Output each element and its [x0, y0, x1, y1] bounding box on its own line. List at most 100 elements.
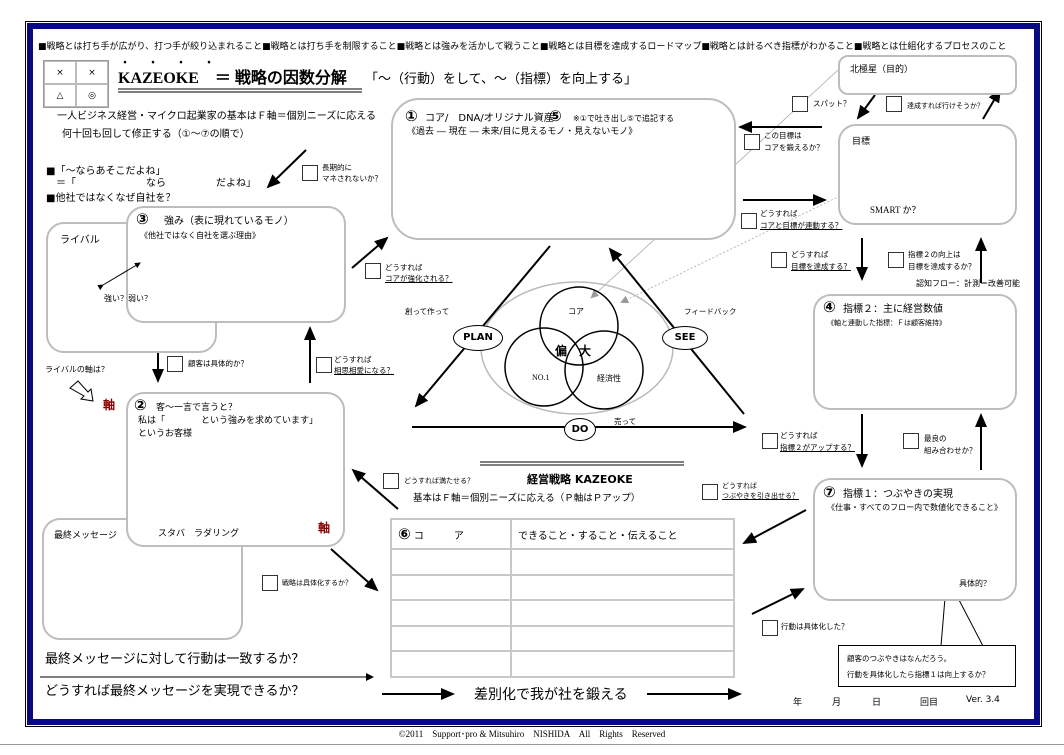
check-label: 達成すれば行けそうか？ [907, 102, 984, 110]
table-header-actions: できること・すること・伝えること [510, 518, 735, 550]
hollow-arrow-icon [69, 380, 94, 402]
core-table: ⑥ コ アできること・すること・伝えること [390, 518, 735, 678]
slogan: 差別化で我が社を鍛える [474, 687, 628, 703]
check-label: 戦略は具体化するか？ [282, 579, 352, 587]
customer-box[interactable]: ② 客～一言で言うと？ 私は「 という強みを求めています」 というお客様 スタバ… [126, 392, 345, 547]
month-label: 月 [832, 698, 842, 708]
cognitive-flow: 認知フロー：計測＝改善可能 [916, 279, 1020, 288]
do-text: 売って [614, 417, 637, 426]
core-box[interactable]: ① コア/ DNA/オリジナル資産 ⑤ ※①で吐き出し⑤で追記する 《過去 ― … [391, 98, 736, 240]
page-title: KAZEOKE ＝ 戦略の因数分解 [118, 70, 347, 87]
check-kpi2-up[interactable] [762, 433, 778, 449]
callout-line: 行動を具体化したら指標１は向上するか？ [847, 670, 990, 679]
year-label: 年 [793, 698, 803, 708]
check-label: どうすれば目標を達成する？ [791, 250, 851, 271]
check-label: どうすれば指標２がアップする？ [780, 431, 855, 452]
kpi1-subtitle: 《仕事・すべてのフロー内で数値化できること》 [827, 503, 1002, 512]
version: Ver. 3.4 [966, 695, 1000, 705]
table-row [390, 573, 735, 602]
check-label: どうすればコアが強化される？ [385, 263, 453, 283]
rival-compare: 強い？弱い？ [104, 294, 152, 303]
matrix-cell: ◎ [76, 84, 108, 107]
matrix-cell: △ [44, 84, 76, 107]
count-label: 回目 [920, 698, 939, 708]
check-label: スパット？ [813, 99, 851, 108]
check-tweet[interactable] [702, 484, 718, 500]
step-number: ⑦ [823, 483, 836, 501]
plan-text: 創って作って [405, 307, 450, 316]
intro-line: 一人ビジネス経営・マイクロ起業家の基本はＦ軸＝個別ニーズに応える [57, 111, 376, 122]
final-message-title: 最終メッセージ [54, 531, 117, 541]
question-line: ■「～ならあそこだよね」 [46, 166, 166, 177]
core-title: コア/ DNA/オリジナル資産 [425, 113, 554, 124]
check-achieve-goal[interactable] [771, 252, 787, 268]
check-kpi2-goal[interactable] [888, 252, 904, 268]
callout: 顧客のつぶやきはなんだろう。 行動を具体化したら指標１は向上するか？ [838, 645, 1016, 687]
check-mutual[interactable] [316, 357, 332, 373]
kpi1-box[interactable]: ⑦ 指標１：つぶやきの実現 《仕事・すべてのフロー内で数値化できること》 具体的… [813, 478, 1017, 601]
check-core-strengthen[interactable] [365, 263, 381, 279]
kpi1-concrete: 具体的？ [959, 579, 991, 588]
venn-econ: 経済性 [597, 374, 621, 383]
matrix-cell: × [44, 61, 76, 84]
check-spot[interactable] [792, 96, 808, 112]
check-strategy-concrete[interactable] [262, 575, 278, 591]
goal-title: 目標 [852, 137, 871, 147]
check-goal-core[interactable] [744, 134, 760, 150]
core-subtitle: 《過去 ― 現在 ― 未来/目に見えるモノ・見えないモノ》 [407, 127, 638, 137]
do-label: DO [564, 418, 596, 441]
plan-label: PLAN [453, 325, 503, 351]
step-number: ⑤ [549, 107, 562, 125]
axis-label: 軸 [103, 398, 116, 412]
customer-title: 客～一言で言うと？ [156, 403, 238, 413]
strategy-title: 経営戦略 KAZEOKE [527, 473, 633, 486]
table-row [390, 548, 735, 576]
check-label: 長期的にマネされないか？ [322, 163, 382, 183]
check-long-term[interactable] [302, 165, 318, 181]
venn-no1: NO.1 [532, 373, 550, 382]
goal-smart: SMART か？ [870, 205, 921, 215]
venn-core: コア [568, 307, 584, 316]
step-number: ③ [136, 210, 149, 228]
customer-line: 私は「 という強みを求めています」 [138, 416, 319, 426]
north-star-title: 北極星（目的） [850, 65, 914, 75]
callout-line: 顧客のつぶやきはなんだろう。 [847, 654, 952, 663]
check-action-concrete[interactable] [762, 620, 778, 636]
bottom-question: どうすれば最終メッセージを実現できるか？ [45, 684, 305, 699]
check-best-combo[interactable] [903, 433, 919, 449]
check-label: 最良の組み合わせか？ [924, 434, 977, 455]
venn-center: 偏 大 [555, 344, 592, 358]
table-row [390, 599, 735, 627]
kpi2-title: 指標２：主に経営数値 [843, 304, 943, 315]
table-row [390, 650, 735, 678]
check-core-goal-link[interactable] [741, 213, 757, 229]
bottom-question: 最終メッセージに対して行動は一致するか？ [45, 652, 305, 667]
rival-title: ライバル [60, 235, 100, 246]
axis-label: 軸 [318, 521, 331, 535]
step-number: ② [134, 396, 147, 414]
step-number: ⑥ [398, 525, 411, 543]
goal-box[interactable]: 目標 SMART か？ [838, 124, 1017, 225]
see-text: フィードバック [684, 307, 737, 316]
check-achieve-go[interactable] [886, 96, 902, 112]
day-label: 日 [872, 698, 882, 708]
step-number: ④ [823, 298, 836, 316]
kpi2-subtitle: 《軸と連動した指標：Ｆは顧客維持》 [827, 319, 946, 327]
check-label: 顧客は具体的か？ [188, 359, 248, 368]
kpi2-box[interactable]: ④ 指標２：主に経営数値 《軸と連動した指標：Ｆは顧客維持》 [813, 294, 1017, 410]
check-satisfy[interactable] [383, 473, 399, 489]
strength-box[interactable]: ③ 強み（表に現れているモノ） 《他社ではなく自社を選ぶ理由》 [126, 206, 346, 323]
question-line: ■他社ではなくなぜ自社を？ [46, 193, 176, 204]
kpi1-title: 指標１：つぶやきの実現 [843, 489, 953, 500]
check-label: どうすればつぶやきを引き出せる？ [722, 482, 799, 500]
check-label: どうすれば満たせる？ [404, 477, 474, 485]
table-row [390, 624, 735, 653]
north-star-box[interactable]: 北極星（目的） [838, 55, 1017, 95]
strength-title: 強み（表に現れているモノ） [164, 216, 294, 227]
title-dots: ・ ・ ・ ・ [120, 58, 218, 69]
divider [0, 744, 1064, 745]
question-line: ＝「 なら だよね」 [56, 178, 256, 189]
check-label: 行動は具体化した？ [781, 622, 849, 631]
check-customer-concrete[interactable] [167, 356, 183, 372]
customer-line: というお客様 [138, 429, 193, 439]
